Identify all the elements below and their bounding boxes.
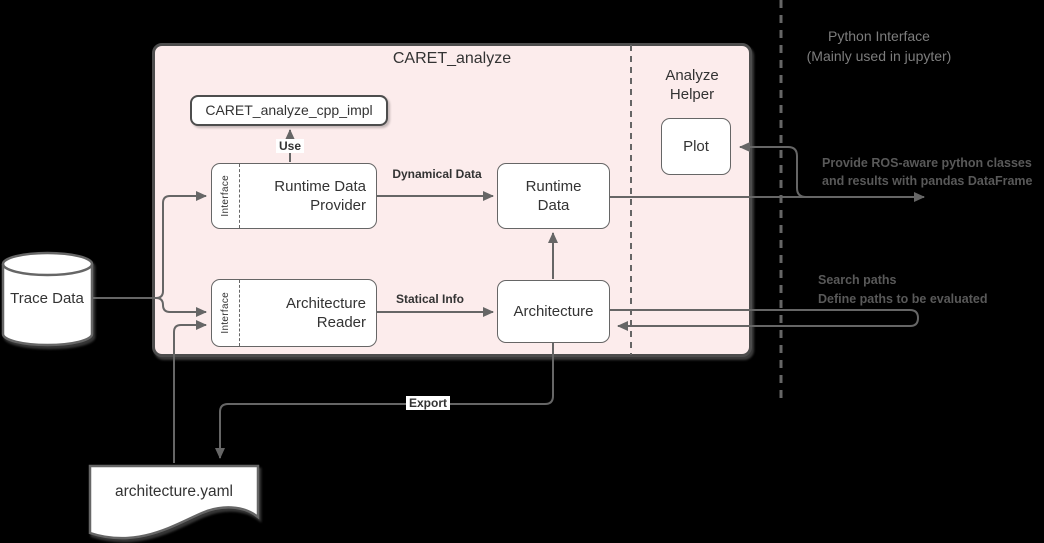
annotation-provide-classes: Provide ROS-aware python classes and res…	[822, 154, 1032, 190]
runtime-data-provider-line2: Provider	[310, 197, 366, 214]
analyze-helper-label: Analyze Helper	[636, 66, 748, 104]
architecture-yaml-label: architecture.yaml	[114, 483, 233, 500]
node-runtime-data: Runtime Data	[497, 163, 610, 229]
node-caret-analyze-cpp-impl: CARET_analyze_cpp_impl	[190, 95, 388, 126]
node-runtime-data-provider: Interface Runtime Data Provider	[211, 163, 377, 229]
edge-export	[215, 343, 554, 459]
edge-search-paths-loop	[610, 309, 920, 331]
edge-label-dynamical-data: Dynamical Data	[392, 167, 482, 181]
cpp-impl-label: CARET_analyze_cpp_impl	[205, 102, 373, 118]
provide-classes-line1: Provide ROS-aware python classes	[822, 156, 1032, 170]
edge-label-use: Use	[276, 139, 305, 153]
runtime-data-line2: Data	[537, 197, 570, 214]
architecture-yaml-document	[88, 464, 260, 540]
python-interface-line2: (Mainly used in jupyter)	[806, 48, 952, 64]
python-interface-line1: Python Interface	[828, 28, 930, 44]
plot-label: Plot	[683, 138, 709, 155]
search-paths-line1: Search paths	[818, 273, 897, 287]
annotation-python-interface: Python Interface (Mainly used in jupyter…	[778, 26, 980, 66]
node-architecture-reader: Interface Architecture Reader	[211, 279, 377, 347]
runtime-data-provider-interface-label: Interface	[220, 175, 231, 217]
edge-label-statical-info: Statical Info	[395, 292, 464, 306]
architecture-reader-line2: Reader	[316, 314, 366, 331]
trace-data-cylinder	[1, 251, 94, 347]
runtime-data-provider-line1: Runtime Data	[274, 178, 366, 195]
architecture-label: Architecture	[513, 303, 594, 320]
node-plot: Plot	[661, 118, 731, 175]
provide-classes-line2: and results with pandas DataFrame	[822, 174, 1033, 188]
analyze-helper-line1: Analyze	[665, 67, 719, 84]
container-title: CARET_analyze	[392, 50, 512, 67]
edge-branch-to-plot	[739, 142, 807, 198]
edge-trace-to-architecture-reader	[155, 297, 207, 317]
analyze-helper-line2: Helper	[669, 86, 715, 103]
runtime-data-provider-label: Runtime Data Provider	[240, 177, 376, 215]
node-architecture: Architecture	[497, 280, 610, 343]
trace-data-label: Trace Data	[10, 290, 84, 307]
search-paths-line2: Define paths to be evaluated	[818, 292, 988, 306]
edge-yaml-to-architecture-reader	[173, 320, 207, 463]
annotation-search-paths: Search paths Define paths to be evaluate…	[818, 271, 987, 309]
architecture-reader-interface-label: Interface	[220, 292, 231, 334]
architecture-reader-label: Architecture Reader	[240, 294, 376, 332]
architecture-reader-line1: Architecture	[285, 295, 366, 312]
runtime-data-label: Runtime Data	[526, 177, 582, 215]
edge-label-export: Export	[406, 396, 451, 410]
runtime-data-line1: Runtime	[525, 178, 582, 195]
runtime-data-provider-interface-strip: Interface	[212, 164, 240, 228]
architecture-reader-interface-strip: Interface	[212, 280, 240, 346]
edge-trace-to-runtime-data-provider	[155, 191, 207, 299]
